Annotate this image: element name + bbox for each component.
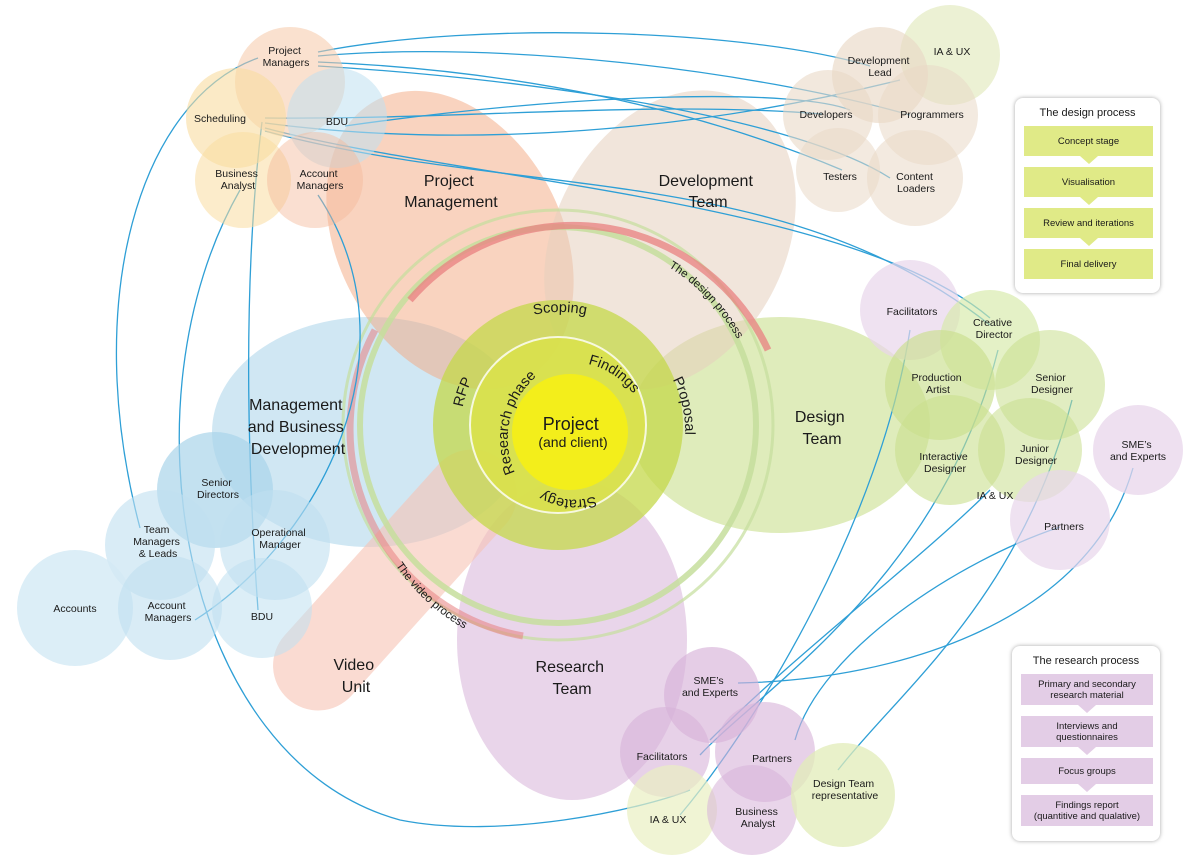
design-senior-designer: Senior Designer	[1031, 372, 1074, 396]
pm-scheduling: Scheduling	[194, 113, 246, 125]
center-rings	[341, 208, 775, 642]
team-label-development: Development Team	[659, 173, 758, 211]
design-process-arc	[407, 221, 772, 352]
pm-account-managers: Account Managers	[297, 168, 344, 192]
research-step: Focus groups	[1021, 758, 1153, 792]
mgmt-operational-manager: Operational Manager	[251, 527, 308, 551]
mgmt-account-managers: Account Managers	[145, 600, 192, 624]
research-step: Findings report(quantitive and qualative…	[1021, 795, 1153, 826]
pm-bdu: BDU	[326, 116, 348, 128]
research-cluster	[620, 647, 895, 855]
dev-content-loaders: Content Loaders	[896, 171, 936, 195]
project-management-cluster	[186, 27, 387, 228]
design-cluster	[860, 260, 1183, 570]
management-cluster	[17, 432, 330, 666]
research-design-team-rep: Design Team representative	[812, 778, 879, 802]
design-step: Visualisation	[1024, 167, 1153, 205]
phase-scoping: Scoping	[532, 300, 589, 319]
design-step: Review and iterations	[1024, 208, 1153, 246]
research-process-title: The research process	[1032, 655, 1140, 667]
mgmt-senior-directors: Senior Directors	[197, 477, 239, 501]
dev-ia-ux: IA & UX	[934, 46, 971, 58]
design-ia-ux: IA & UX	[977, 490, 1014, 502]
dev-developers: Developers	[799, 109, 852, 121]
team-label-research: Research Team	[536, 659, 609, 698]
pm-business-analyst: Business Analyst	[215, 168, 261, 192]
pm-project-managers: Project Managers	[263, 45, 310, 69]
design-interactive-designer: Interactive Designer	[919, 451, 970, 475]
research-ia-ux: IA & UX	[650, 814, 687, 826]
design-junior-designer: Junior Designer	[1015, 443, 1058, 467]
design-partners: Partners	[1044, 521, 1084, 533]
design-process-title: The design process	[1039, 107, 1136, 119]
team-label-project-management: Project Management	[404, 173, 498, 211]
design-team-blob	[630, 317, 930, 533]
team-label-design: Design Team	[795, 409, 849, 448]
team-label-management: Management and Business Development	[248, 397, 349, 458]
research-business-analyst: Business Analyst	[735, 806, 781, 830]
design-step: Final delivery	[1024, 249, 1153, 279]
dev-programmers: Programmers	[900, 109, 964, 121]
research-facilitators: Facilitators	[637, 751, 688, 763]
development-cluster	[783, 5, 1000, 226]
project-core	[512, 374, 628, 490]
mgmt-bdu: BDU	[251, 611, 273, 623]
design-facilitators: Facilitators	[887, 306, 938, 318]
dev-development-lead: Development Lead	[848, 55, 913, 79]
research-smes: SME’s and Experts	[682, 675, 738, 699]
design-step: Concept stage	[1024, 126, 1153, 164]
research-process-panel: The research process Primary and seconda…	[1012, 646, 1160, 841]
research-partners: Partners	[752, 753, 792, 765]
mgmt-accounts: Accounts	[53, 603, 96, 615]
mgmt-team-managers: Team Managers & Leads	[133, 524, 183, 560]
video-unit-blob	[273, 449, 517, 711]
design-process-panel: The design process Concept stage Visuali…	[1015, 98, 1160, 293]
dev-testers: Testers	[823, 171, 857, 183]
center-label: Project (and client)	[538, 414, 607, 450]
design-creative-director: Creative Director	[973, 317, 1015, 341]
design-production-artist: Production Artist	[911, 372, 964, 396]
design-smes: SME’s and Experts	[1110, 439, 1166, 463]
team-label-video: Video Unit	[333, 657, 378, 696]
